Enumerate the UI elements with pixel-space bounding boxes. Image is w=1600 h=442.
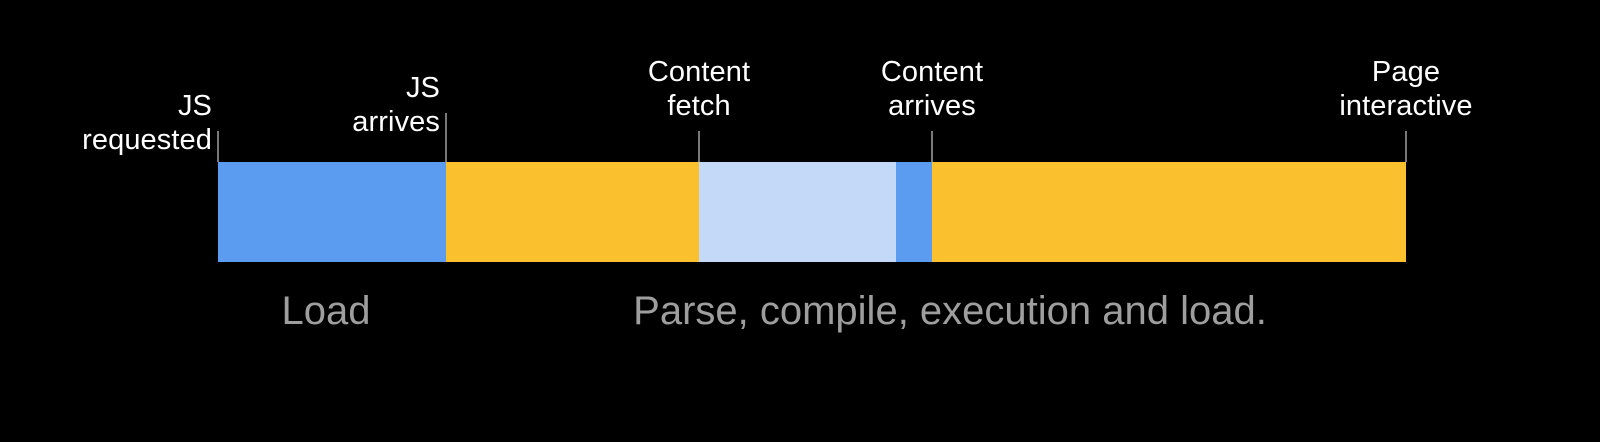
marker-label-content-arrives: Content arrives [880,56,984,122]
bar-segment-execute-and-load [932,162,1406,262]
leader-line-js-arrives [445,113,447,162]
caption-parse: Parse, compile, execution and load. [633,289,1267,333]
marker-label-js-requested: JS requested [82,90,212,156]
bar-segment-content-fetch-wait [699,162,896,262]
bar-segment-load-network [218,162,446,262]
leader-line-content-arrives [931,131,933,162]
caption-load: Load [281,289,371,333]
marker-label-content-fetch: Content fetch [647,56,751,122]
timeline-bar [218,162,1406,262]
leader-line-js-requested [217,131,219,162]
leader-line-page-interactive [1405,131,1407,162]
bar-segment-parse-compile-execute [446,162,699,262]
marker-label-page-interactive: Page interactive [1339,56,1473,122]
marker-label-js-arrives: JS arrives [352,72,440,138]
bar-segment-content-load [896,162,932,262]
leader-line-content-fetch [698,131,700,162]
